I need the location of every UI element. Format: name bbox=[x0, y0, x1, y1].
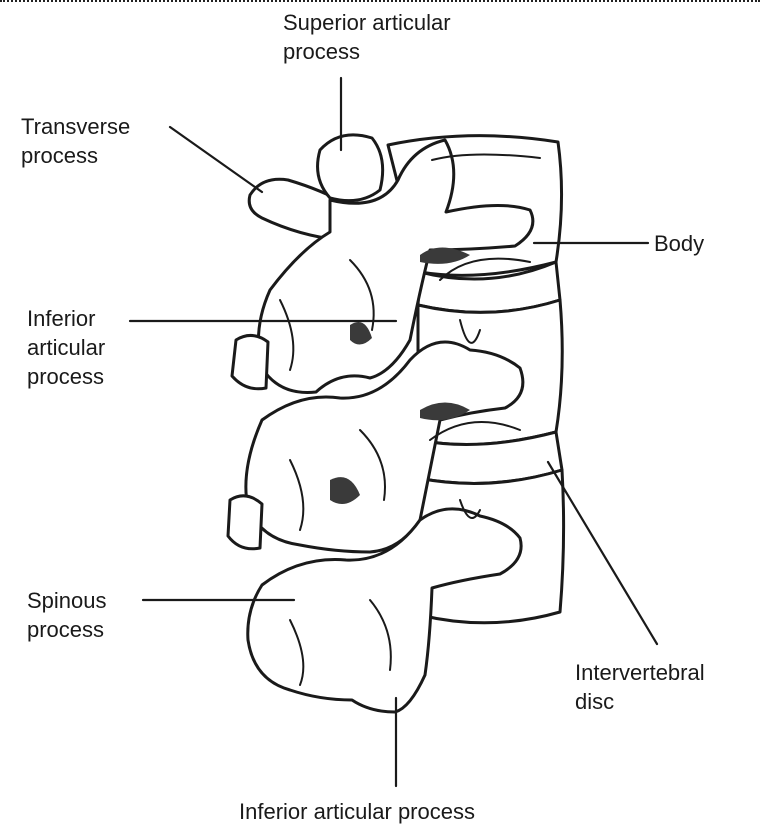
label-line: Transverse bbox=[21, 112, 130, 141]
label-body: Body bbox=[654, 229, 704, 258]
label-line: Inferior articular process bbox=[239, 797, 475, 826]
label-inferior-articular-process-left: Inferior articular process bbox=[27, 304, 105, 391]
label-line: process bbox=[27, 362, 105, 391]
label-line: disc bbox=[575, 687, 705, 716]
label-line: process bbox=[27, 615, 107, 644]
leader-transverse bbox=[170, 127, 262, 192]
upper-left-nub bbox=[232, 335, 268, 388]
label-line: Body bbox=[654, 229, 704, 258]
label-line: Intervertebral bbox=[575, 658, 705, 687]
label-line: Spinous bbox=[27, 586, 107, 615]
label-inferior-articular-process-bottom: Inferior articular process bbox=[239, 797, 475, 826]
label-superior-articular-process: Superior articular process bbox=[283, 8, 451, 66]
label-line: Inferior bbox=[27, 304, 105, 333]
label-line: process bbox=[283, 37, 451, 66]
superior-articular-shape bbox=[318, 135, 383, 201]
label-line: articular bbox=[27, 333, 105, 362]
label-line: process bbox=[21, 141, 130, 170]
label-spinous-process: Spinous process bbox=[27, 586, 107, 644]
label-line: Superior articular bbox=[283, 8, 451, 37]
label-transverse-process: Transverse process bbox=[21, 112, 130, 170]
middle-left-nub bbox=[228, 496, 262, 549]
label-intervertebral-disc: Intervertebral disc bbox=[575, 658, 705, 716]
